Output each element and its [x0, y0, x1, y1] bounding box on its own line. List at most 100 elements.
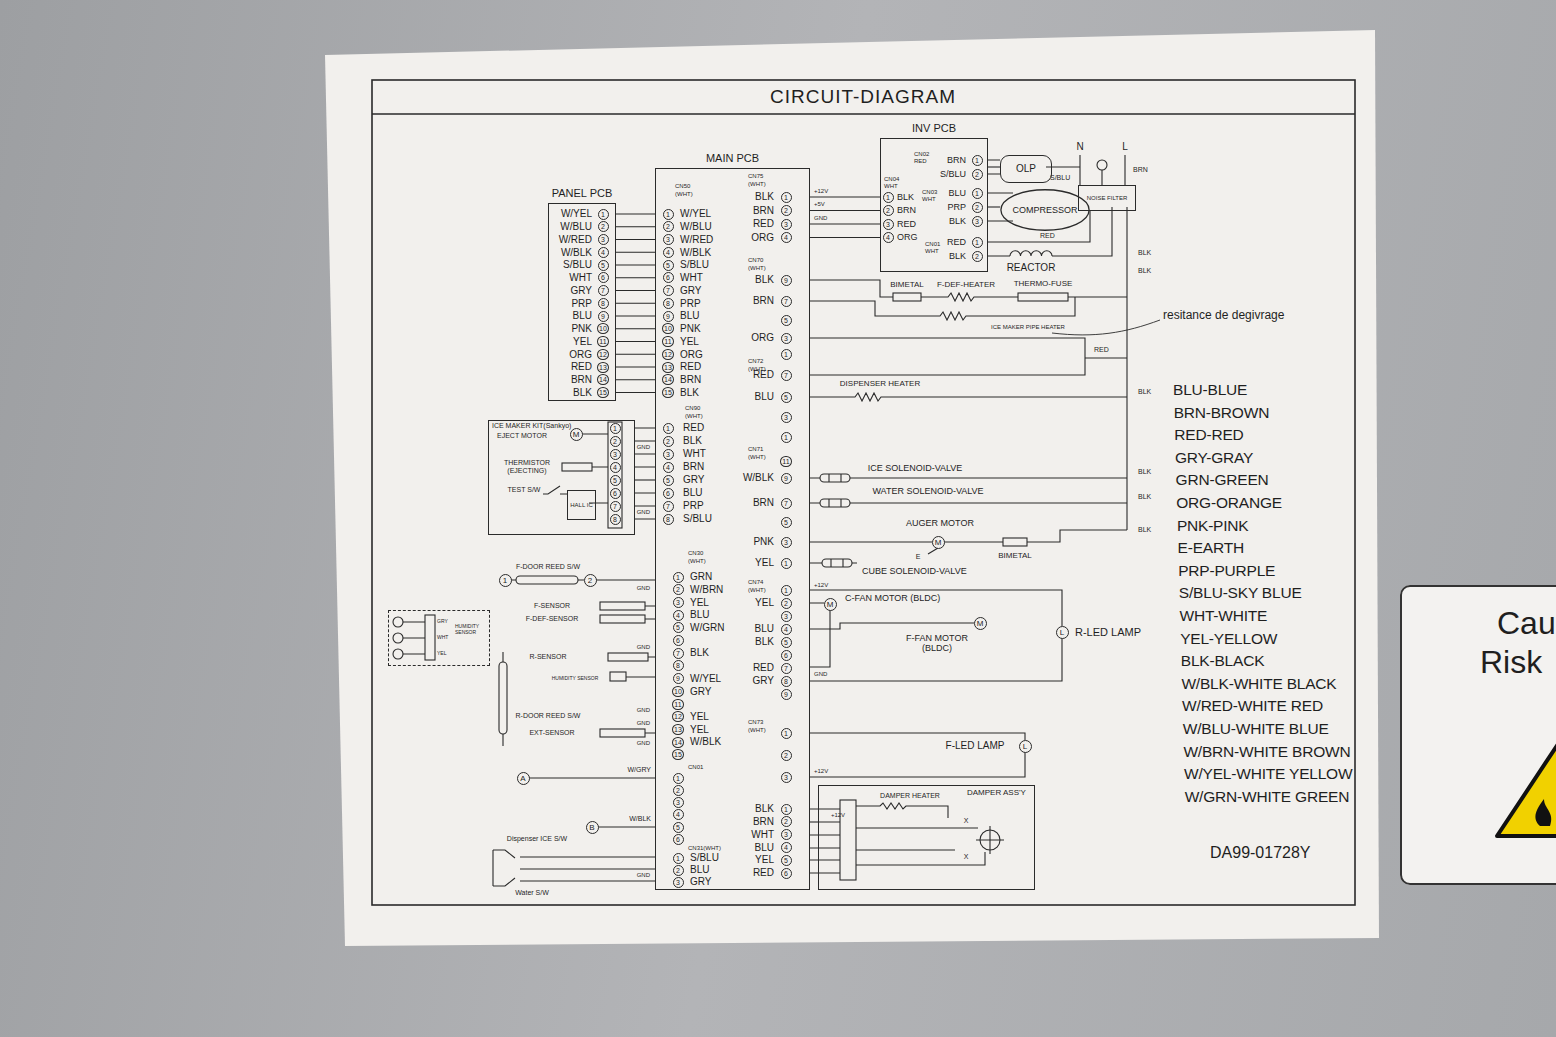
signal-name: +12V: [814, 768, 828, 775]
connector-name: CN01: [688, 764, 703, 771]
part-name: F-SENSOR: [534, 602, 570, 610]
part-name: BLK: [1138, 468, 1151, 476]
solenoid-valve-symbol: [820, 499, 850, 507]
pin-number: 7: [610, 501, 621, 512]
wire-color: GRY: [680, 285, 702, 297]
symbol-letter: L: [1056, 626, 1069, 639]
node-label: HUMIDITY SENSOR: [455, 624, 487, 636]
pin-number: 1: [673, 773, 684, 784]
part-name: BLK: [1138, 388, 1151, 396]
wire: [520, 857, 655, 881]
part-name: C-FAN MOTOR (BLDC): [845, 593, 940, 603]
pin-number: 11: [672, 699, 683, 710]
noise-filter-box: NOISE FILTER: [1078, 185, 1136, 211]
part-name: N: [1076, 141, 1083, 153]
pin-number: 8: [663, 514, 674, 525]
pin-number: 7: [781, 296, 792, 307]
pin-number: 8: [781, 676, 792, 687]
pin-number: 7: [781, 663, 792, 674]
humidity-connector: [425, 615, 435, 660]
wire: [856, 828, 985, 865]
pin-number: 15: [662, 387, 674, 398]
wire-color: BRN: [753, 816, 774, 828]
part-name: ICE SOLENOID-VALVE: [868, 463, 963, 473]
wire-color: ORG: [897, 232, 918, 242]
pin-number: 15: [672, 749, 684, 760]
part-name: resitance de degivrage: [1163, 309, 1284, 323]
color-code: BRN-BROWN: [1174, 404, 1270, 422]
wire-color: GRY: [683, 474, 705, 486]
symbol-letter: M: [974, 617, 987, 630]
pin-number: 3: [781, 829, 792, 840]
pin-number: 3: [781, 611, 792, 622]
wire-color: BLK: [949, 216, 966, 226]
pin-number: 5: [673, 822, 684, 833]
color-code: BLK-BLACK: [1181, 652, 1265, 670]
pin-number: 1: [972, 188, 983, 199]
wire: [810, 280, 1127, 301]
node-label: ICE MAKER KIT(Sankyo): [492, 422, 571, 430]
pin-number: 2: [781, 750, 792, 761]
pin-number: 1: [673, 572, 684, 583]
wire-color: WHT: [437, 635, 448, 641]
wire-color: BLK: [683, 435, 702, 447]
signal-name: GND: [636, 872, 651, 879]
wire-color: RED: [680, 361, 701, 373]
part-name: ICE MAKER PIPE HEATER: [991, 324, 1065, 331]
sensor-symbol: [600, 602, 645, 610]
pin-number: 4: [598, 247, 609, 258]
wire-color: YEL: [437, 651, 446, 657]
wire-color: BLU: [755, 842, 774, 854]
pin-number: 1: [663, 423, 674, 434]
pin-number: 1: [610, 423, 621, 434]
part-name: F-DEF-SENSOR: [526, 615, 579, 623]
signal-name: GND: [636, 720, 651, 727]
wire: [543, 434, 608, 503]
color-code: W/BRN-WHITE BROWN: [1183, 743, 1350, 761]
wire-color: BLK: [755, 274, 774, 286]
wire-color: BLK: [755, 191, 774, 203]
sensor-symbol: [608, 653, 648, 661]
wire-color: W/YEL: [561, 208, 592, 220]
part-name: AUGER MOTOR: [906, 518, 974, 528]
color-code: ORG-ORANGE: [1176, 494, 1282, 512]
wire-color: GRN: [690, 571, 712, 583]
symbol-letter: B: [586, 821, 599, 834]
connector-name: WHT: [884, 183, 898, 190]
pin-number: 5: [781, 855, 792, 866]
pin-number: 4: [781, 624, 792, 635]
wire: [988, 155, 1127, 530]
switch-symbol: [493, 850, 515, 886]
valve-marks: [829, 474, 843, 567]
pin-number: 9: [598, 311, 609, 322]
connector-name: (WHT): [685, 413, 703, 420]
reactor-coil: [1010, 251, 1052, 256]
hand-drawn-leader: [1052, 320, 1160, 335]
wire-color: W/GRY: [627, 766, 651, 774]
wire-color: BRN: [753, 497, 774, 509]
pin-number: 2: [972, 202, 983, 213]
pin-number: 8: [663, 298, 674, 309]
wire: [810, 197, 880, 238]
pin-number: 6: [598, 272, 609, 283]
symbol-letter: M: [932, 536, 945, 549]
connector-name: CN72: [748, 358, 763, 365]
pin-number: 14: [672, 737, 684, 748]
connector-name: CN71: [748, 446, 763, 453]
ellipse-outline: [1001, 190, 1089, 230]
thermo-fuse-symbol: [1018, 293, 1068, 301]
connector-name: CN30: [688, 550, 703, 557]
wire-color: BLK: [897, 192, 914, 202]
pin-number: 2: [663, 436, 674, 447]
symbol-letter: 1: [499, 574, 512, 587]
wire-color: W/RED: [559, 234, 592, 246]
node-label: DAMPER ASS'Y: [967, 788, 1026, 797]
node-label: Cau: [1497, 605, 1556, 642]
sensor-symbol: [600, 729, 645, 737]
part-name: CUBE SOLENOID-VALVE: [862, 566, 967, 576]
connector-name: CN75: [748, 173, 763, 180]
node-label: PANEL PCB: [552, 187, 613, 200]
wire-color: BLU: [683, 487, 702, 499]
